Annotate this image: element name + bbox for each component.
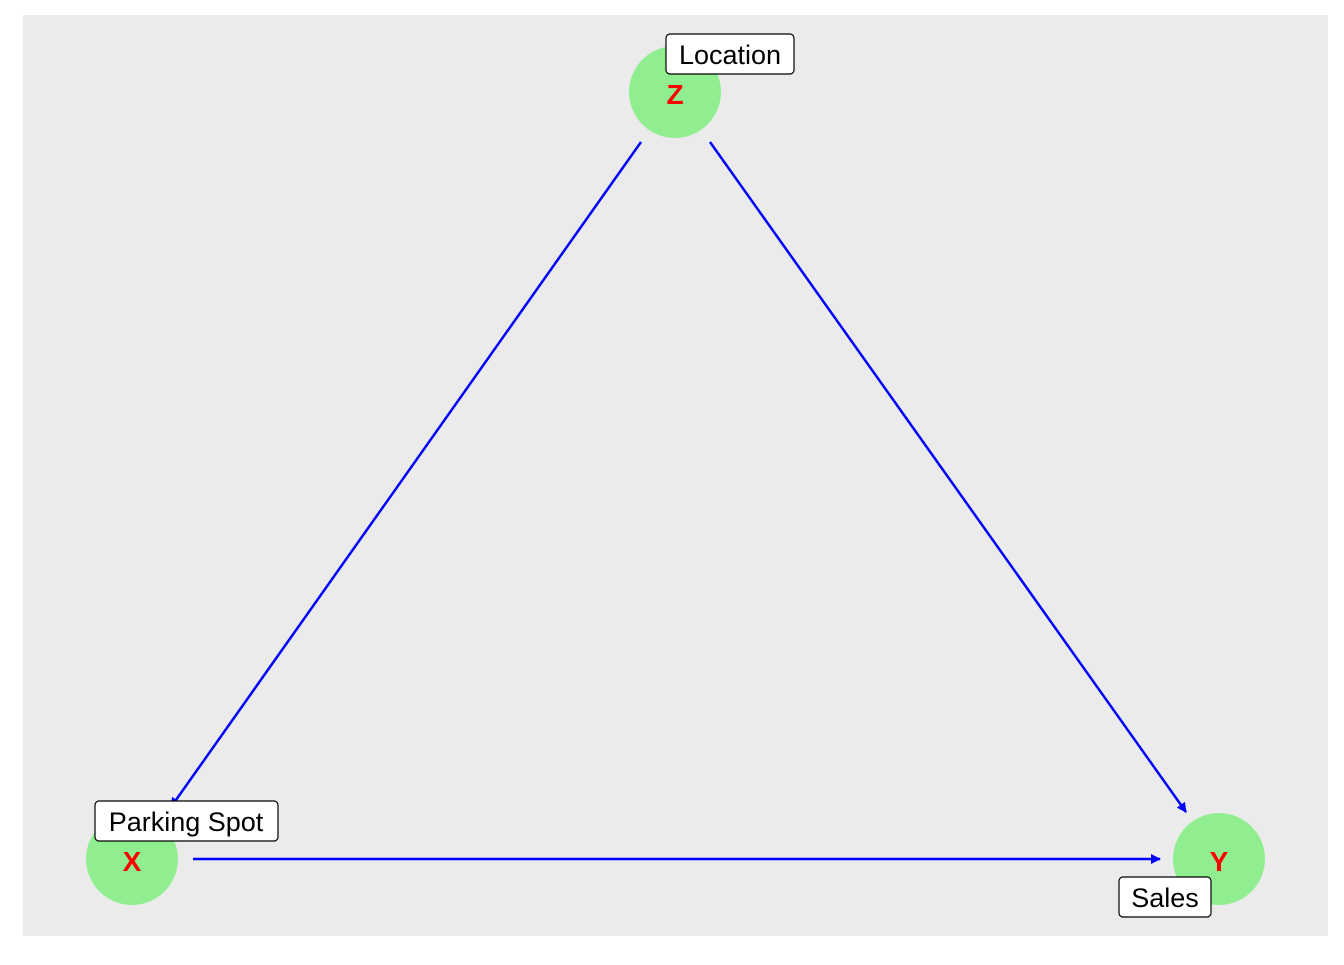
node-y-letter: Y: [1210, 846, 1229, 877]
node-z-letter: Z: [666, 79, 683, 110]
node-x-letter: X: [123, 846, 142, 877]
label-parking-spot-text: Parking Spot: [109, 807, 264, 837]
label-location-box: [665, 33, 795, 75]
label-parking-spot: Parking Spot: [94, 800, 279, 842]
edge-z-to-y: [708, 141, 1188, 813]
label-sales-box: [1118, 876, 1212, 918]
plot-panel: [23, 15, 1328, 936]
label-location: Location: [665, 33, 795, 75]
label-location-text: Location: [679, 40, 781, 70]
label-sales-text: Sales: [1131, 883, 1199, 913]
label-parking-spot-box: [94, 800, 279, 842]
edge-z-to-x: [169, 141, 643, 808]
label-sales: Sales: [1118, 876, 1212, 918]
